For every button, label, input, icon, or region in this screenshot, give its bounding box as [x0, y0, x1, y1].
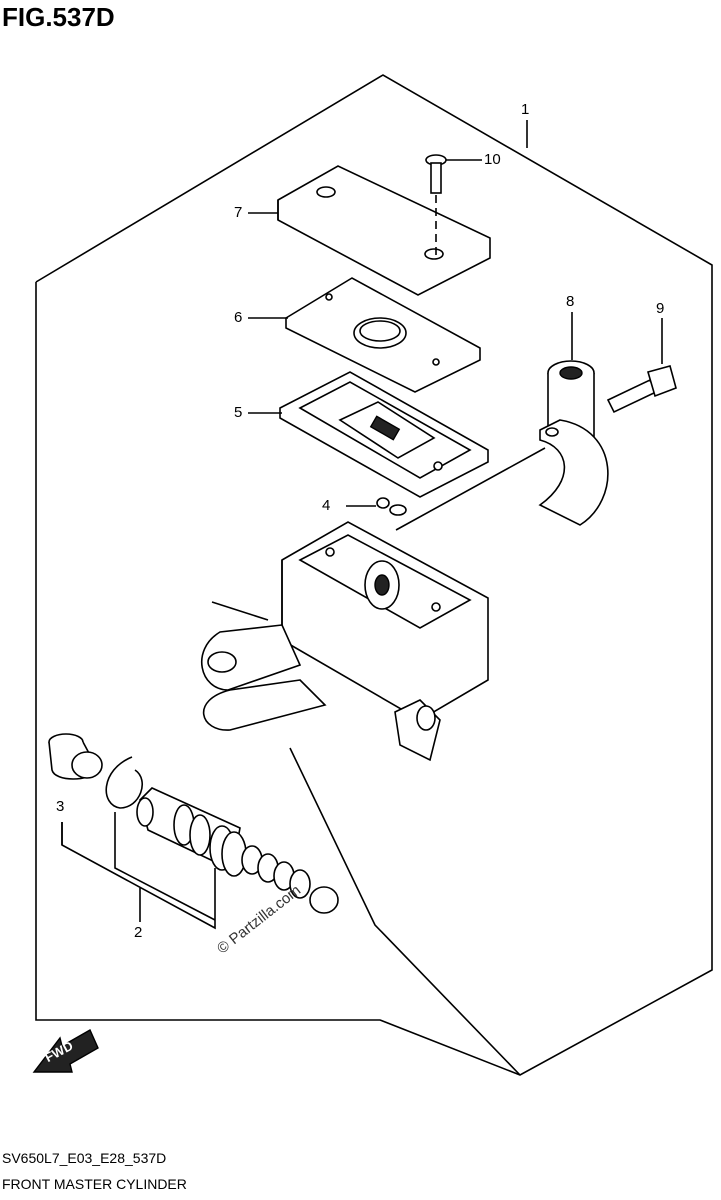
return-spring-part[interactable] — [241, 845, 339, 914]
callout-4: 4 — [322, 497, 331, 514]
callout-5: 5 — [234, 404, 243, 421]
cap-screw-part[interactable] — [425, 154, 447, 255]
callout-8: 8 — [566, 293, 575, 310]
retainer-clip-part[interactable] — [376, 497, 407, 516]
callout-10: 10 — [484, 151, 501, 168]
callout-3: 3 — [56, 798, 65, 815]
snap-ring-part[interactable] — [105, 756, 144, 809]
master-cylinder-body-part[interactable] — [201, 521, 489, 762]
diaphragm-part[interactable] — [279, 371, 489, 498]
model-code: SV650L7_E03_E28_537D — [2, 1150, 167, 1166]
piston-axis-line — [289, 747, 521, 1076]
callout-7: 7 — [234, 204, 243, 221]
diagram-caption: FRONT MASTER CYLINDER — [2, 1176, 187, 1192]
fwd-arrow-icon — [32, 1029, 99, 1073]
callout-6: 6 — [234, 309, 243, 326]
callout-9: 9 — [656, 300, 665, 317]
clamp-holder-part[interactable] — [538, 360, 609, 526]
piston-part[interactable] — [136, 787, 247, 877]
callout-2: 2 — [134, 924, 143, 941]
figure-title: FIG.537D — [2, 2, 115, 32]
mount-guide-line — [395, 447, 546, 531]
diaphragm-plate-part[interactable] — [285, 277, 481, 393]
bracket-2 — [114, 812, 216, 921]
clamp-bolt-part[interactable] — [606, 365, 677, 414]
callout-1: 1 — [521, 101, 530, 118]
dust-boot-part[interactable] — [48, 733, 103, 780]
reservoir-cap-part[interactable] — [277, 165, 491, 296]
assembly-outline — [35, 74, 713, 1076]
